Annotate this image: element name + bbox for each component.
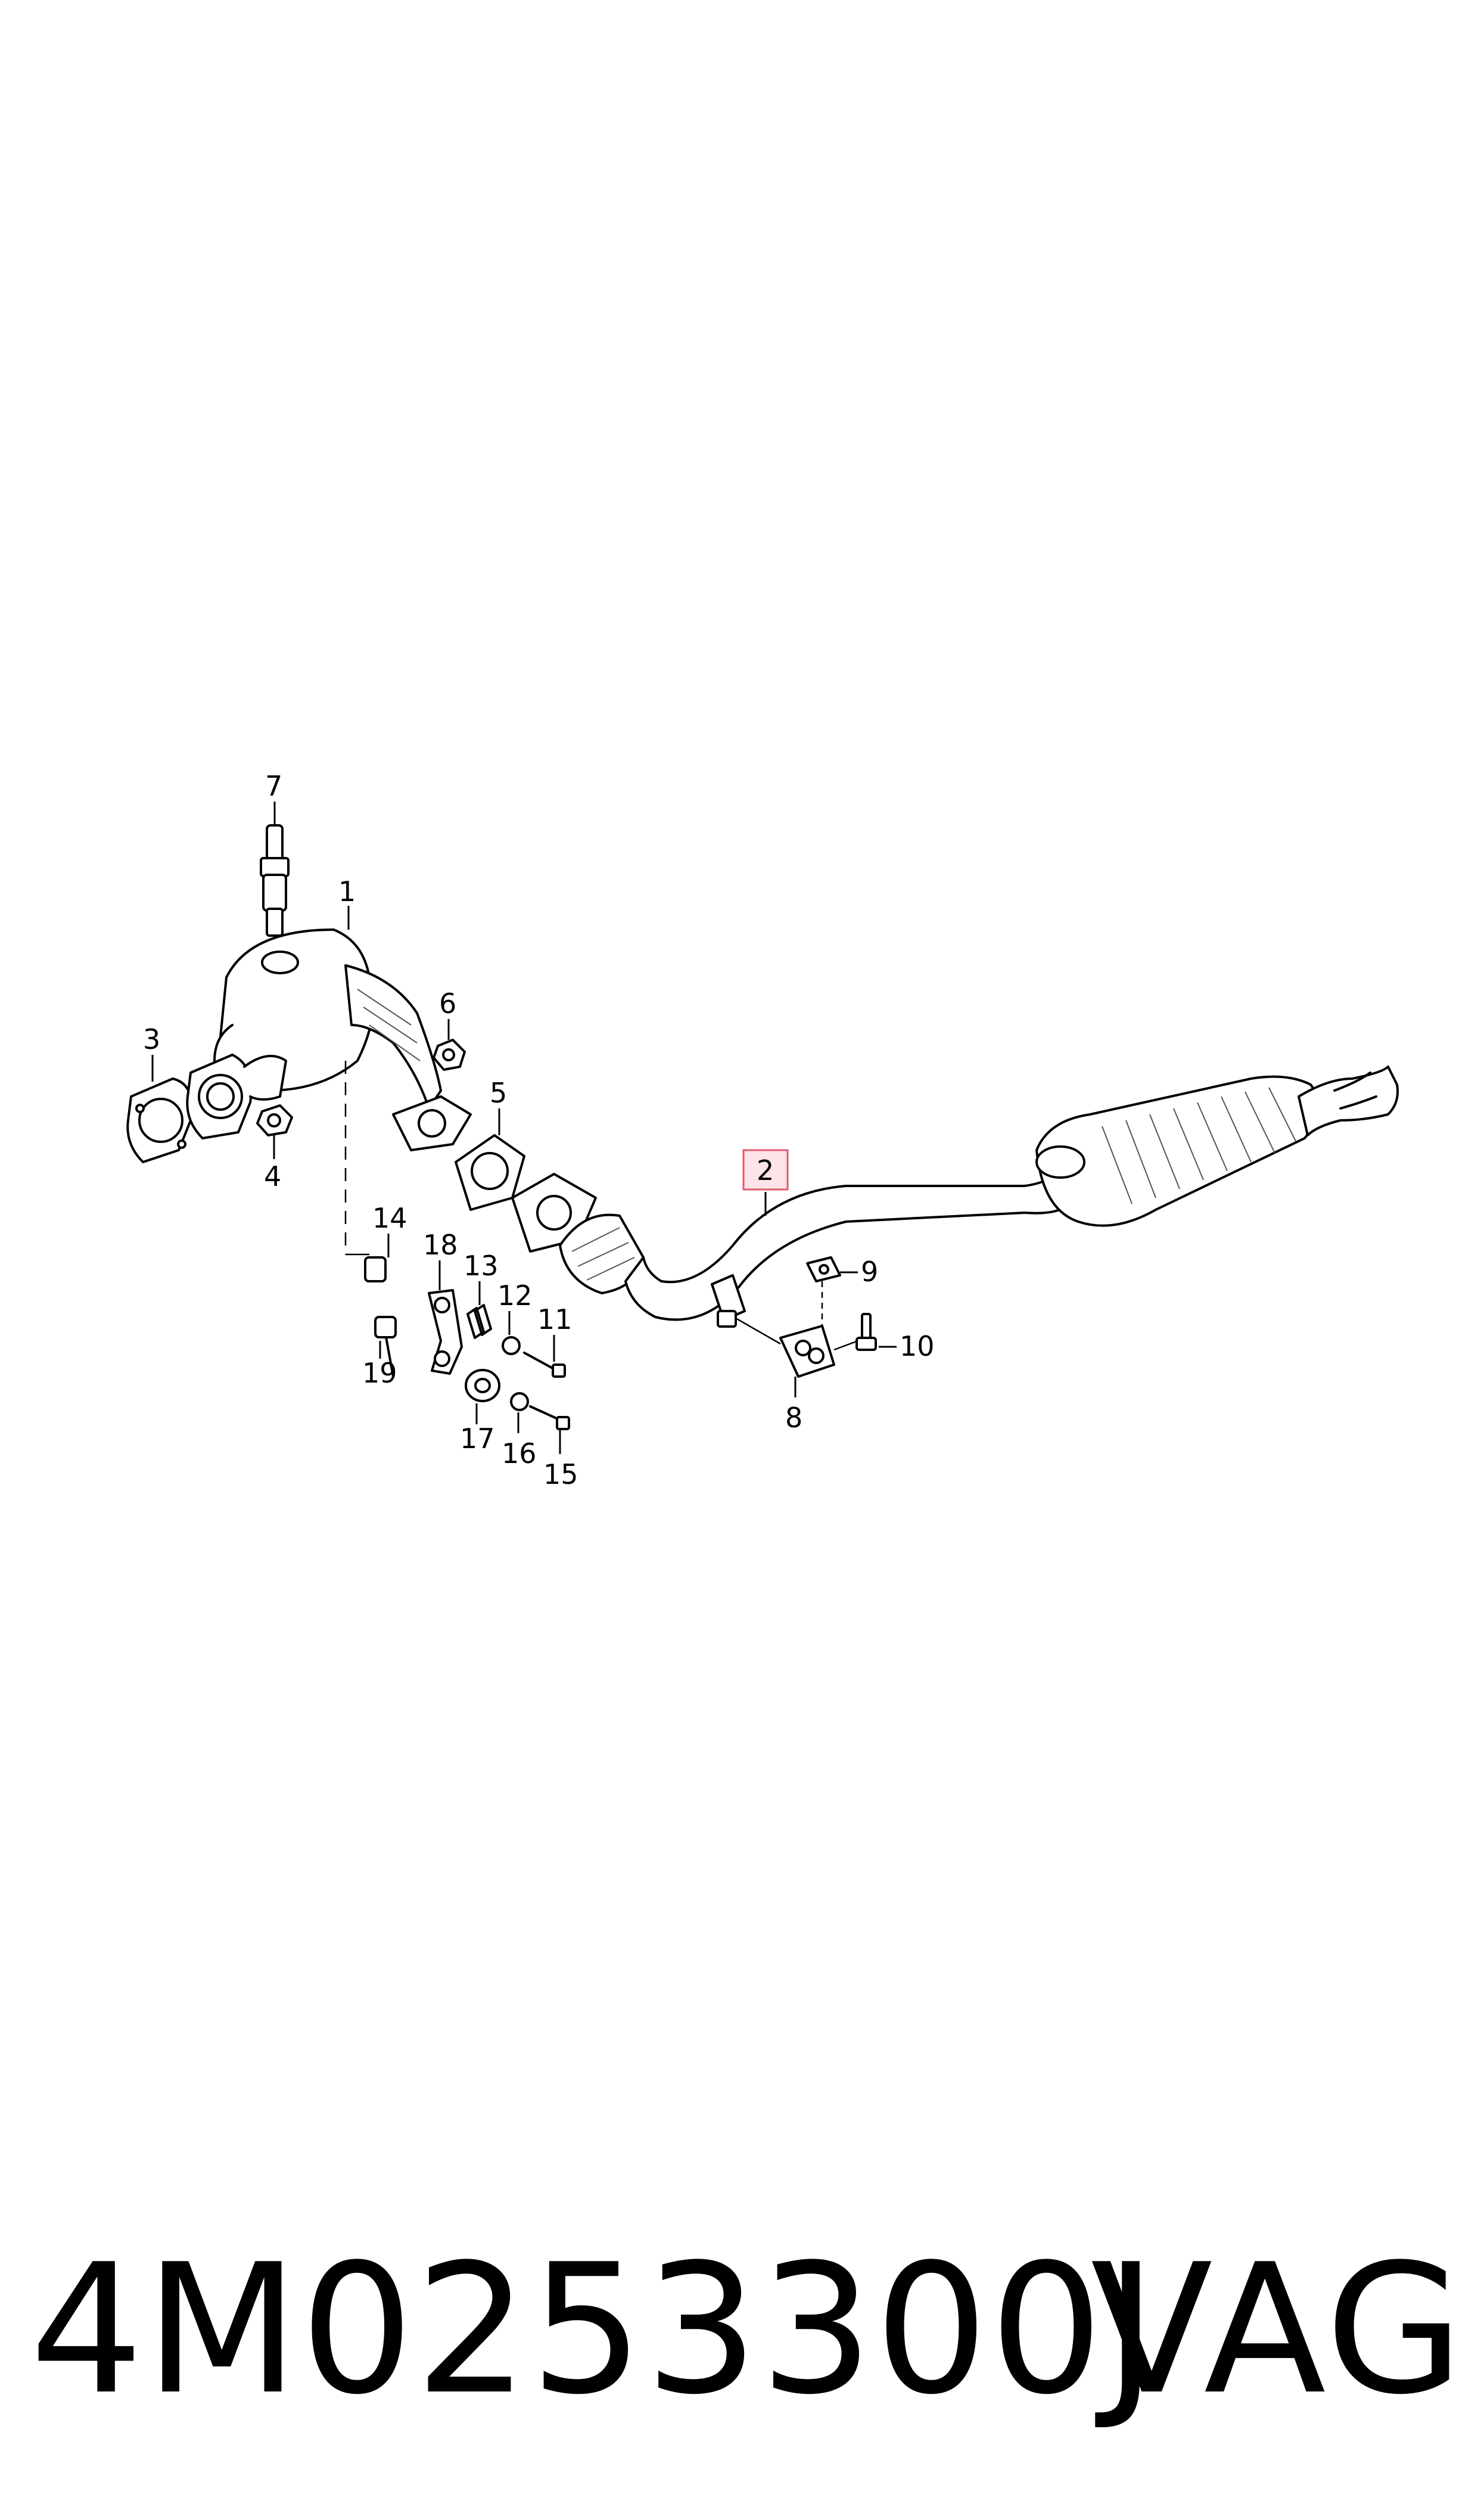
bolt	[529, 1405, 570, 1454]
callout-9: 9	[861, 1256, 878, 1288]
brand-name: VAG	[1090, 2226, 1466, 2434]
bolt	[523, 1335, 566, 1378]
front-gasket	[126, 1055, 193, 1163]
callout-19: 19	[362, 1357, 397, 1389]
callout-8: 8	[785, 1402, 802, 1434]
bolt	[374, 1316, 397, 1378]
callout-3: 3	[143, 1023, 160, 1055]
exhaust-parts-diagram: 1 2 3 4 5 6 7 8 9 10 11 12 13 14 15 16 1…	[126, 770, 1399, 1490]
outlet-flange	[392, 1095, 472, 1151]
callout-5: 5	[490, 1077, 507, 1109]
pipe-clamp	[711, 1274, 746, 1328]
part-footer: 4M0253300J VAG	[0, 2205, 1484, 2455]
bolt	[833, 1313, 897, 1351]
callout-15: 15	[543, 1458, 578, 1490]
bolt	[364, 1234, 390, 1282]
bracket	[428, 1260, 463, 1375]
callout-17: 17	[460, 1422, 495, 1455]
front-catalytic-converter	[213, 906, 442, 1110]
callout-18: 18	[423, 1229, 458, 1261]
nut	[256, 1104, 293, 1159]
front-pipe-flange	[511, 1173, 645, 1294]
rubber-mount	[735, 1317, 835, 1397]
callout-11: 11	[537, 1303, 573, 1335]
callout-2: 2	[757, 1154, 774, 1186]
nut	[433, 1019, 466, 1071]
exhaust-pipe-with-catalyst	[624, 1066, 1399, 1321]
inlet-flange	[186, 1054, 287, 1139]
oxygen-sensor	[260, 802, 290, 937]
callout-labels: 1 2 3 4 5 6 7 8 9 10 11 12 13 14 15 16 1…	[143, 770, 935, 1490]
callout-1: 1	[338, 875, 356, 908]
washer	[502, 1311, 521, 1355]
callout-10: 10	[900, 1330, 935, 1362]
callout-4: 4	[264, 1160, 281, 1192]
spring	[466, 1281, 492, 1339]
middle-gasket	[455, 1108, 525, 1211]
clip-nut	[806, 1256, 858, 1326]
callout-6: 6	[439, 987, 456, 1020]
part-number: 4M0253300J	[30, 2226, 1159, 2434]
callout-12: 12	[497, 1279, 533, 1312]
washer	[510, 1392, 529, 1433]
callout-2-highlight	[742, 1149, 789, 1191]
bushing	[465, 1369, 500, 1424]
callout-13: 13	[463, 1250, 499, 1282]
callout-16: 16	[502, 1437, 537, 1470]
callout-7: 7	[265, 770, 282, 802]
callout-14: 14	[372, 1202, 407, 1234]
